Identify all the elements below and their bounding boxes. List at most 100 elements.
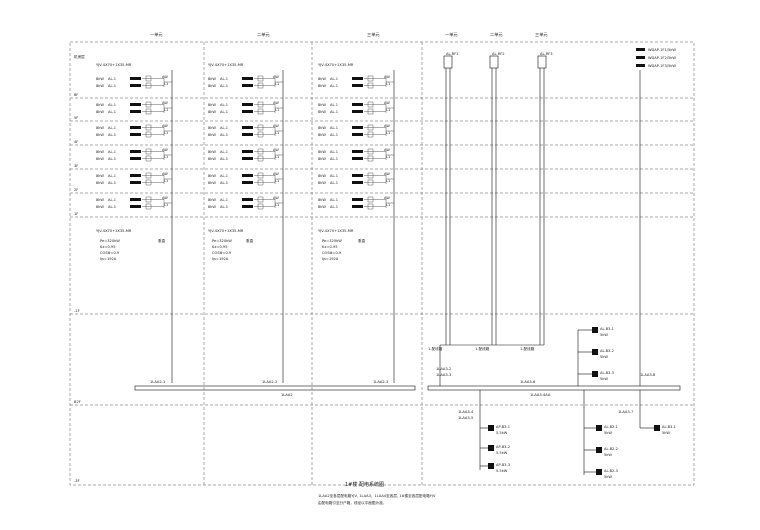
meter-symbol: [242, 181, 253, 184]
riser-tag-unit1: 垂直: [158, 238, 166, 243]
svg-text:5kW: 5kW: [604, 475, 612, 479]
meter-kw: 8kW: [96, 103, 104, 107]
meter-breaker: [145, 148, 152, 155]
meter-label: AL-1: [330, 174, 338, 178]
meter-amp: AW: [273, 124, 279, 128]
meter-amp: AW: [273, 101, 279, 105]
meter-breaker: [257, 148, 264, 155]
svg-text:AP-B3-1: AP-B3-1: [496, 425, 510, 429]
meter-label: AL-1: [330, 103, 338, 107]
floor-label-5f: 5F: [74, 116, 78, 120]
meter-label: AL-1: [108, 157, 116, 161]
meter-phase: L1: [386, 82, 390, 86]
meter-kw: 8kW: [96, 110, 104, 114]
meter-symbol: [242, 77, 253, 80]
riser-tag-unit2: 垂直: [246, 238, 254, 243]
svg-text:5.5kW: 5.5kW: [496, 469, 508, 473]
meter-label: AL-1: [108, 174, 116, 178]
meter-symbol: [130, 157, 141, 160]
column-header-6: 三单元: [535, 31, 548, 38]
svg-text:WDAP-1F2/5kW: WDAP-1F2/5kW: [648, 56, 676, 60]
meter-phase: L1: [386, 179, 390, 183]
meter-symbol: [242, 174, 253, 177]
bus-tap-8: 1LAA3-5: [458, 416, 473, 420]
meter-label: AL-1: [220, 174, 228, 178]
roof-box-c: AL-RF3: [537, 52, 553, 69]
meter-breaker: [145, 196, 152, 203]
meter-breaker: [367, 75, 374, 82]
svg-text:Ijs=192A: Ijs=192A: [322, 257, 339, 261]
feeder-label-unit2: YJV-4X70+1X35-MR: [208, 63, 244, 67]
meter-phase: L1: [275, 155, 279, 159]
meter-kw: 8kW: [96, 157, 104, 161]
meter-phase: L1: [275, 108, 279, 112]
meter-symbol: [352, 103, 363, 106]
meter-symbol: [130, 84, 141, 87]
meter-symbol: [130, 181, 141, 184]
meter-breaker: [257, 131, 264, 138]
meter-amp: AW: [162, 124, 168, 128]
meter-amp: AW: [162, 75, 168, 79]
pump-low-2: AL-B2-2 5kW: [584, 447, 618, 457]
busbar-right: [427, 385, 681, 391]
meter-breaker: [367, 196, 374, 203]
column-header-5: 二单元: [490, 31, 503, 38]
floor-label-roof: 机房层: [74, 54, 85, 59]
meter-symbol: [242, 133, 253, 136]
meter-phase: L1: [164, 108, 168, 112]
meter-symbol: [130, 150, 141, 153]
meter-kw: 8kW: [96, 198, 104, 202]
meter-symbol: [130, 133, 141, 136]
meter-symbol: [242, 84, 253, 87]
meter-symbol: [242, 157, 253, 160]
meter-breaker: [145, 203, 152, 210]
meter-kw: 8kW: [318, 110, 326, 114]
meter-amp: AW: [162, 101, 168, 105]
meter-symbol: [242, 205, 253, 208]
meter-kw: 8kW: [96, 174, 104, 178]
meter-label: AL-1: [330, 77, 338, 81]
meter-phase: L1: [164, 82, 168, 86]
meter-kw: 8kW: [96, 126, 104, 130]
meter-phase: L1: [275, 82, 279, 86]
meter-label: AL-1: [330, 84, 338, 88]
meter-kw: 8kW: [208, 126, 216, 130]
bus-tap-4: 1LAA3-6: [520, 380, 536, 384]
meter-breaker: [257, 155, 264, 162]
meter-amp: AW: [273, 148, 279, 152]
bus-tap-7: 1LAA3-4: [458, 410, 474, 414]
meter-symbol: [352, 150, 363, 153]
diagram-note-2: 由配电箱引至分户箱，线径以平面图为准。: [318, 500, 386, 505]
meter-label: AL-1: [108, 126, 116, 130]
bus-tap-10: 1LAA3-8: [640, 373, 656, 377]
meter-breaker: [367, 101, 374, 108]
svg-text:Ijs=192A: Ijs=192A: [212, 257, 229, 261]
svg-text:5.5kW: 5.5kW: [496, 451, 508, 455]
feeder-label-unit1: YJV-4X70+1X35-MR: [96, 63, 132, 67]
meter-kw: 8kW: [208, 84, 216, 88]
svg-text:5kW: 5kW: [662, 431, 670, 435]
meter-kw: 8kW: [96, 77, 104, 81]
floor-label-2f: 2F: [74, 188, 78, 192]
meter-label: AL-1: [108, 77, 116, 81]
svg-text:AL-B3-1: AL-B3-1: [600, 327, 614, 331]
svg-text:AL-B3-1: AL-B3-1: [662, 425, 676, 429]
riser-label-unit3: YJV-4X70+1X35-MR: [318, 229, 354, 233]
meter-label: AL-1: [220, 181, 228, 185]
riser-marker-1: 1-配线箱: [428, 346, 443, 351]
meter-breaker: [145, 75, 152, 82]
busbar-right-label: 1LAA3-4AA: [530, 393, 551, 397]
meter-label: AL-1: [108, 103, 116, 107]
meter-phase: L1: [275, 179, 279, 183]
meter-breaker: [257, 172, 264, 179]
floor-label-4f: 4F: [74, 140, 78, 144]
meter-kw: 8kW: [208, 205, 216, 209]
